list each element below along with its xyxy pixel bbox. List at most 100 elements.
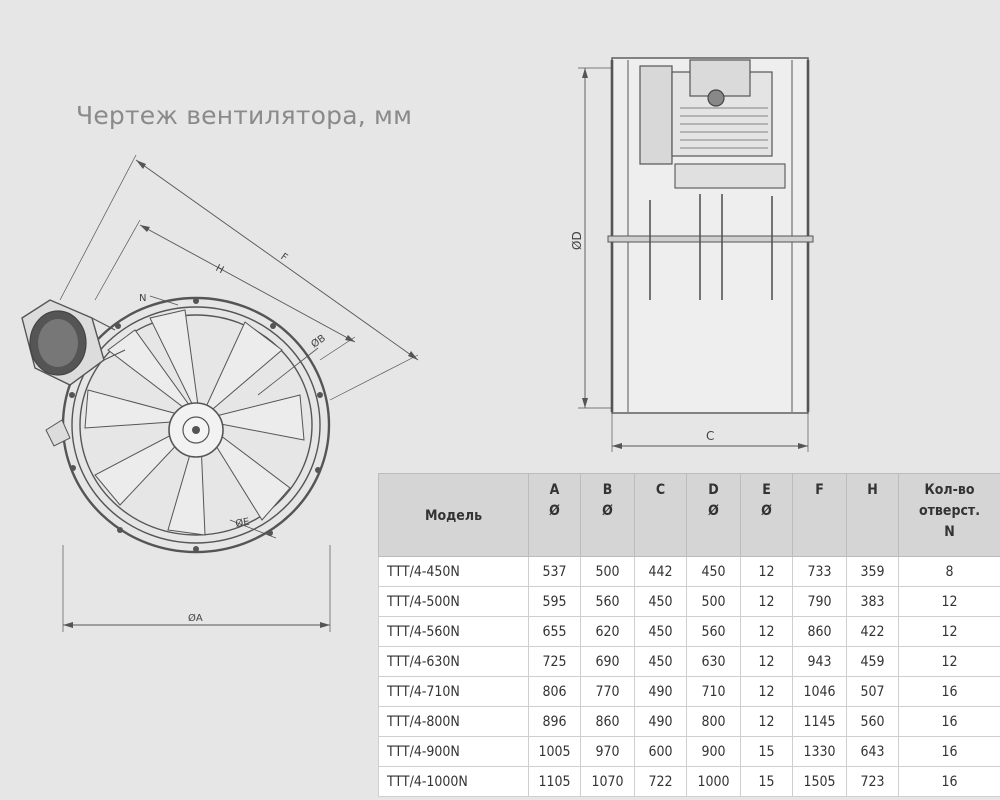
cell-d: 630 <box>686 646 741 677</box>
cell-holes: 16 <box>898 706 1000 737</box>
support-bar <box>607 235 814 243</box>
cell-c: 600 <box>634 736 687 767</box>
cell-model: TTT/4-630N <box>378 646 529 677</box>
cell-f: 733 <box>792 556 847 587</box>
label-d: ØD <box>570 231 584 250</box>
cell-e: 15 <box>740 766 793 797</box>
cell-f: 943 <box>792 646 847 677</box>
cell-c: 450 <box>634 646 687 677</box>
cell-a: 1005 <box>528 736 581 767</box>
cell-f: 790 <box>792 586 847 617</box>
flange-holes <box>69 298 323 552</box>
cell-holes: 12 <box>898 616 1000 647</box>
cell-a: 806 <box>528 676 581 707</box>
cell-a: 595 <box>528 586 581 617</box>
cell-e: 12 <box>740 556 793 587</box>
cell-h: 723 <box>846 766 899 797</box>
side-view <box>578 57 814 452</box>
cell-b: 970 <box>580 736 635 767</box>
cell-model: TTT/4-500N <box>378 586 529 617</box>
cell-c: 722 <box>634 766 687 797</box>
cell-d: 500 <box>686 586 741 617</box>
cell-h: 422 <box>846 616 899 647</box>
header-f: F <box>792 473 847 557</box>
cell-model: TTT/4-900N <box>378 736 529 767</box>
cell-b: 620 <box>580 616 635 647</box>
cell-h: 560 <box>846 706 899 737</box>
cell-c: 450 <box>634 586 687 617</box>
cell-e: 12 <box>740 676 793 707</box>
page-title: Чертеж вентилятора, мм <box>76 100 413 130</box>
cell-e: 12 <box>740 616 793 647</box>
cell-f: 1046 <box>792 676 847 707</box>
cell-d: 450 <box>686 556 741 587</box>
cell-c: 490 <box>634 676 687 707</box>
cell-e: 12 <box>740 646 793 677</box>
cell-d: 1000 <box>686 766 741 797</box>
label-h: H <box>214 263 226 276</box>
housing-mid <box>71 306 321 544</box>
cell-f: 1330 <box>792 736 847 767</box>
cell-b: 770 <box>580 676 635 707</box>
dim-c <box>611 412 809 452</box>
cell-model: TTT/4-560N <box>378 616 529 647</box>
cell-h: 643 <box>846 736 899 767</box>
cell-model: TTT/4-800N <box>378 706 529 737</box>
label-e: ØE <box>234 516 250 530</box>
cell-b: 560 <box>580 586 635 617</box>
motor-side <box>639 59 786 189</box>
cell-d: 800 <box>686 706 741 737</box>
cell-b: 500 <box>580 556 635 587</box>
cell-holes: 8 <box>898 556 1000 587</box>
blade-rods <box>649 194 773 300</box>
cell-b: 1070 <box>580 766 635 797</box>
cell-h: 459 <box>846 646 899 677</box>
cell-a: 655 <box>528 616 581 647</box>
cell-h: 383 <box>846 586 899 617</box>
cell-f: 1145 <box>792 706 847 737</box>
label-f: F <box>278 251 289 263</box>
cell-b: 690 <box>580 646 635 677</box>
label-c: C <box>706 429 714 443</box>
label-n: N <box>139 293 146 304</box>
cell-a: 537 <box>528 556 581 587</box>
cell-model: TTT/4-1000N <box>378 766 529 797</box>
label-a: ØA <box>188 612 203 624</box>
header-c: C <box>634 473 687 557</box>
dim-f <box>59 154 419 401</box>
cell-f: 860 <box>792 616 847 647</box>
motor-block <box>21 299 126 386</box>
cell-b: 860 <box>580 706 635 737</box>
dim-d <box>578 67 612 409</box>
cell-e: 12 <box>740 706 793 737</box>
cell-h: 359 <box>846 556 899 587</box>
cell-a: 896 <box>528 706 581 737</box>
cell-e: 12 <box>740 586 793 617</box>
cell-model: TTT/4-450N <box>378 556 529 587</box>
hub-center <box>192 426 200 434</box>
cell-d: 560 <box>686 616 741 647</box>
side-bracket <box>45 419 71 447</box>
cell-e: 15 <box>740 736 793 767</box>
cell-d: 900 <box>686 736 741 767</box>
cell-c: 442 <box>634 556 687 587</box>
cell-c: 450 <box>634 616 687 647</box>
cell-holes: 12 <box>898 586 1000 617</box>
housing-inner <box>79 314 313 536</box>
header-model: Модель <box>378 473 529 557</box>
label-b: ØB <box>309 332 328 350</box>
dim-h <box>94 219 356 361</box>
header-h: H <box>846 473 899 557</box>
